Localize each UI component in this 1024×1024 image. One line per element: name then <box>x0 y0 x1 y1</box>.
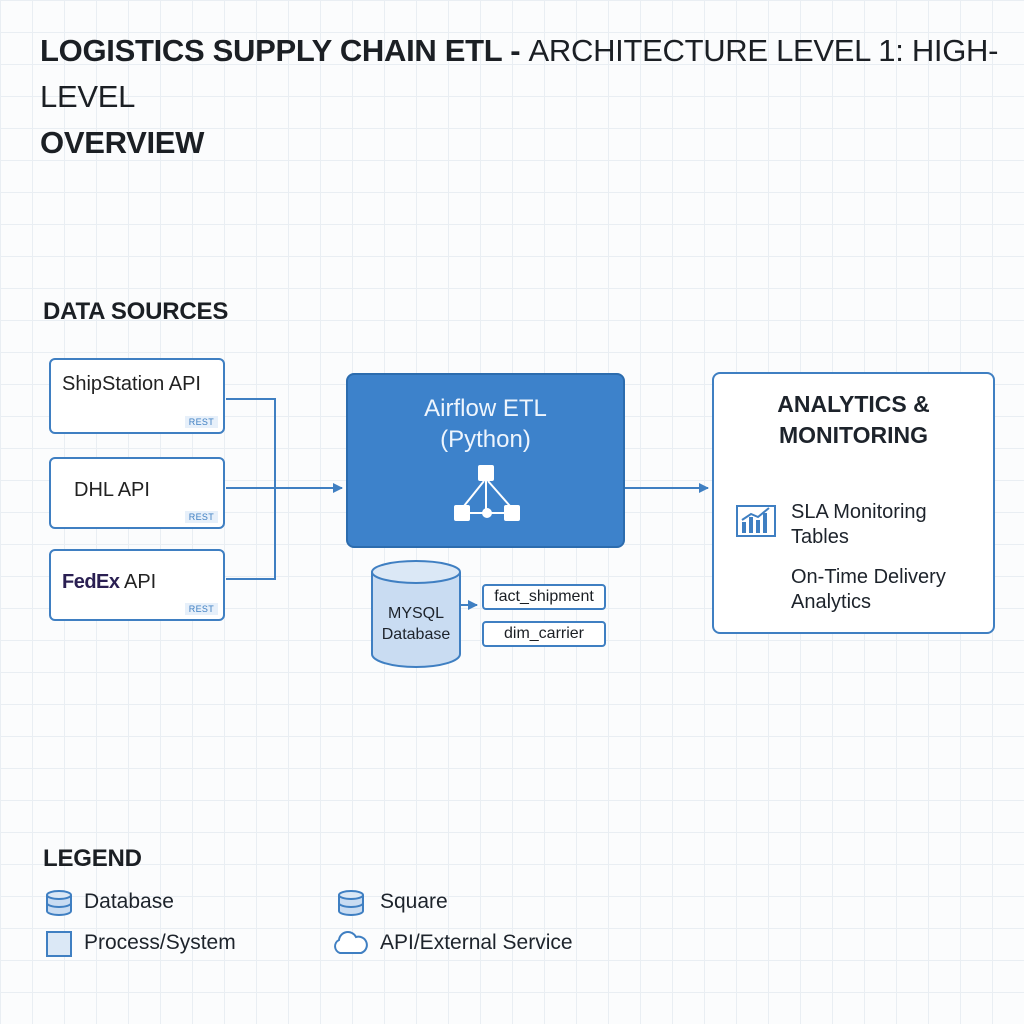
fedex-brand: FedEx <box>62 571 120 593</box>
legend-label-database: Database <box>84 890 174 913</box>
sla-line1: SLA Monitoring <box>791 501 927 523</box>
ontime-line2: Analytics <box>791 591 872 613</box>
ontime-line1: On-Time Delivery <box>791 566 946 588</box>
data-sources-heading: DATA SOURCES <box>43 298 229 325</box>
legend-heading: LEGEND <box>43 845 142 872</box>
source-shipstation[interactable]: ShipStation API REST <box>49 358 225 434</box>
sla-line2: Tables <box>791 526 849 548</box>
database-line2: Database <box>381 626 451 643</box>
title-second-line: Overview <box>40 125 205 160</box>
cloud-icon <box>334 931 368 954</box>
source-fedex[interactable]: FedEx API REST <box>49 549 225 621</box>
analytics-item-ontime: On-Time Delivery Analytics <box>791 565 946 615</box>
legend-label-square: Square <box>380 890 448 913</box>
airflow-etl-box[interactable]: Airflow ETL (Python) <box>346 373 625 548</box>
rest-tag: REST <box>184 603 218 615</box>
source-dhl[interactable]: DHL API REST <box>49 457 225 529</box>
fedex-api-label: API <box>119 571 157 593</box>
source-label: DHL API <box>74 479 150 501</box>
title-bold-part: Logistics Supply Chain ETL - <box>40 33 529 68</box>
etl-title-line2: (Python) <box>440 426 531 453</box>
etl-title-line1: Airflow ETL <box>424 395 547 422</box>
rest-tag: REST <box>184 511 218 523</box>
analytics-title: ANALYTICS & MONITORING <box>714 389 993 451</box>
title-light-part: Architecture Level 1: High-Level <box>40 33 999 114</box>
table-fact-shipment[interactable]: fact_shipment <box>482 584 606 610</box>
database-label: MYSQL Database <box>370 603 462 645</box>
legend-label-api: API/External Service <box>380 931 573 954</box>
cylinder-icon <box>338 890 364 916</box>
legend-label-process: Process/System <box>84 931 236 954</box>
rest-tag: REST <box>184 416 218 428</box>
bar-chart-icon <box>736 505 776 537</box>
page-title: Logistics Supply Chain ETL - Architectur… <box>40 28 1000 166</box>
source-label: FedEx API <box>62 571 156 594</box>
cylinder-icon <box>46 890 72 916</box>
analytics-monitoring-box[interactable]: ANALYTICS & MONITORING SLA Monitoring Ta… <box>712 372 995 634</box>
mysql-database-cylinder[interactable] <box>370 559 462 669</box>
etl-title: Airflow ETL (Python) <box>348 393 623 455</box>
table-dim-carrier[interactable]: dim_carrier <box>482 621 606 647</box>
database-line1: MYSQL <box>387 605 444 622</box>
square-icon <box>46 931 72 957</box>
analytics-item-sla: SLA Monitoring Tables <box>791 500 927 550</box>
analytics-title-line2: MONITORING <box>778 422 929 448</box>
dag-workflow-icon <box>454 465 520 521</box>
source-label: ShipStation API <box>62 373 201 395</box>
analytics-title-line1: ANALYTICS & <box>777 391 930 417</box>
